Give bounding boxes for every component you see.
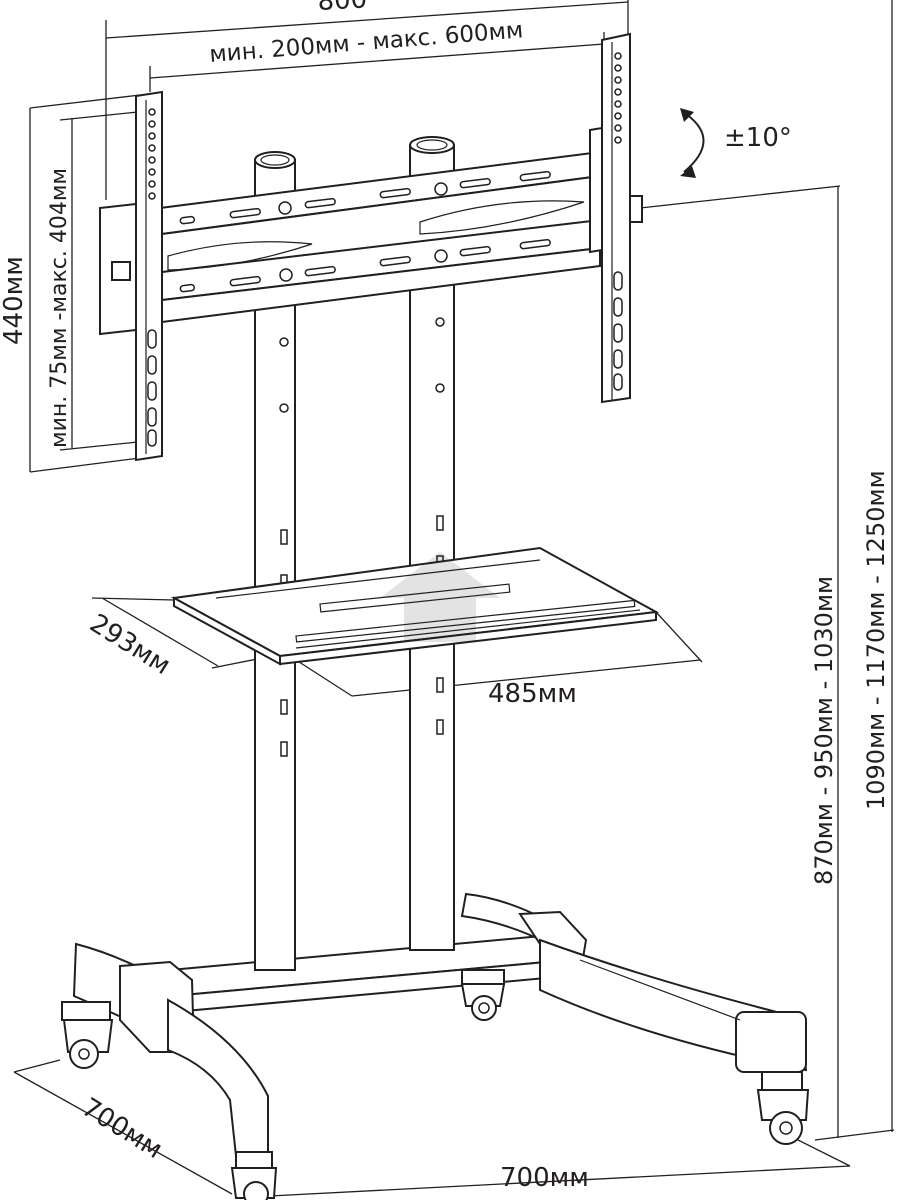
height-range-low-label: 870мм - 950мм - 1030мм <box>810 576 838 885</box>
left-height-dimension <box>29 94 141 473</box>
left-rear-caster <box>61 1001 114 1069</box>
curved-double-arrow-icon <box>680 108 694 122</box>
height-range-high-label: 1090мм - 1170мм - 1250мм <box>862 470 890 810</box>
base-width-label: 700мм <box>500 1163 589 1193</box>
vesa-width-label: мин. 200мм - макс. 600мм <box>208 17 524 68</box>
left-front-caster <box>230 1151 278 1200</box>
right-caster <box>756 1071 810 1145</box>
shelf-depth-label: 293мм <box>84 608 175 681</box>
vesa-height-label: мин. 75мм -макс. 404мм <box>47 168 72 448</box>
right-vertical-strip <box>589 32 643 404</box>
front-right-leg <box>539 938 808 1073</box>
base-dimension <box>13 1059 851 1197</box>
right-height-dimension <box>639 0 895 1141</box>
house-watermark-icon <box>380 552 500 642</box>
tilt-label: ±10° <box>724 123 792 153</box>
horizontal-rails <box>158 150 601 324</box>
shelf-width-label: 485мм <box>488 679 577 709</box>
shelf <box>170 546 660 666</box>
tilt-indicator <box>680 108 705 178</box>
base-depth-label: 700мм <box>76 1092 167 1165</box>
mount-height-label: 440мм <box>0 256 29 345</box>
front-left-leg <box>72 942 269 1157</box>
left-vertical-strip <box>99 90 163 462</box>
top-width-dimension <box>105 0 629 200</box>
top-width-cut-label: 800 <box>317 0 368 17</box>
rear-caster <box>460 969 506 1021</box>
